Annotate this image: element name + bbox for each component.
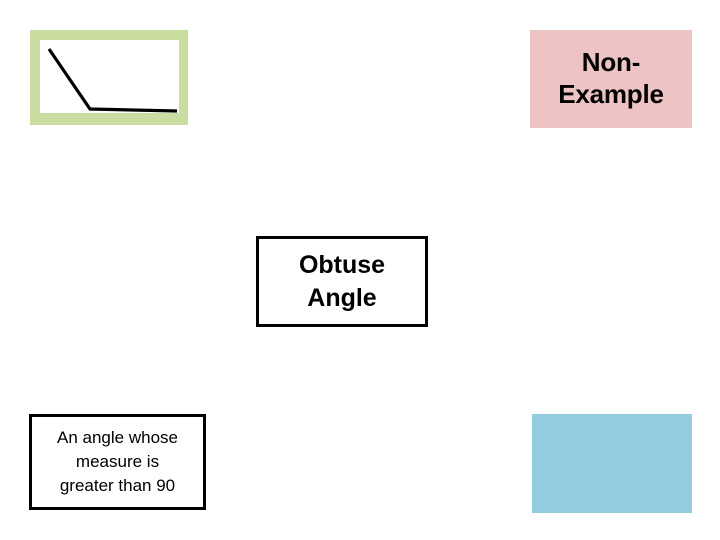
- example-angle-card[interactable]: [30, 30, 188, 125]
- definition-card[interactable]: An angle whose measure is greater than 9…: [29, 414, 206, 510]
- placeholder-card[interactable]: [532, 414, 692, 513]
- example-angle-canvas: [40, 40, 179, 113]
- term-card[interactable]: Obtuse Angle: [256, 236, 428, 327]
- non-example-card[interactable]: Non- Example: [530, 30, 692, 128]
- definition-text: An angle whose measure is greater than 9…: [57, 427, 178, 496]
- non-example-label: Non- Example: [558, 47, 664, 109]
- obtuse-angle-icon: [40, 40, 179, 113]
- term-label: Obtuse Angle: [298, 251, 386, 312]
